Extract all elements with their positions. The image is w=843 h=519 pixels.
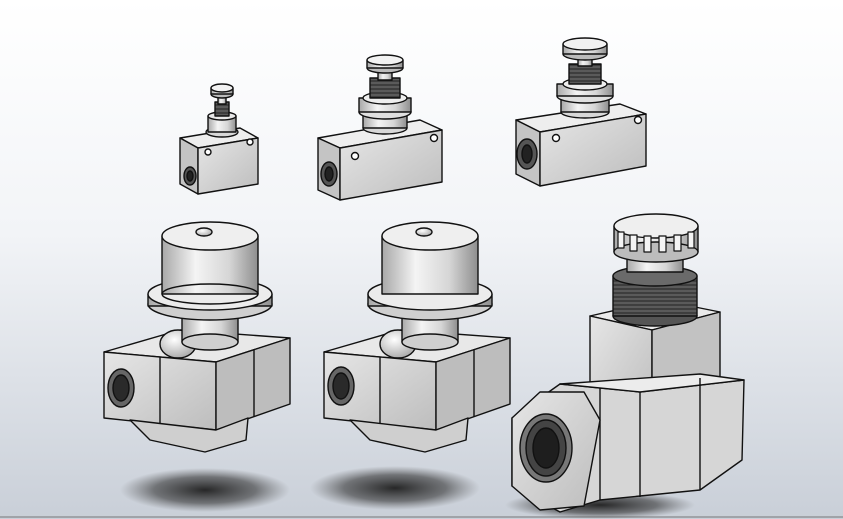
shadow-left: [120, 468, 290, 512]
domed-regulator-middle: [323, 221, 511, 453]
large-flow-valve: [515, 37, 647, 187]
inline-needle-valve: [511, 213, 745, 513]
medium-flow-valve: [317, 54, 443, 201]
small-flow-valve: [179, 83, 259, 195]
shadow-middle: [310, 466, 480, 510]
domed-regulator-left: [103, 221, 291, 453]
